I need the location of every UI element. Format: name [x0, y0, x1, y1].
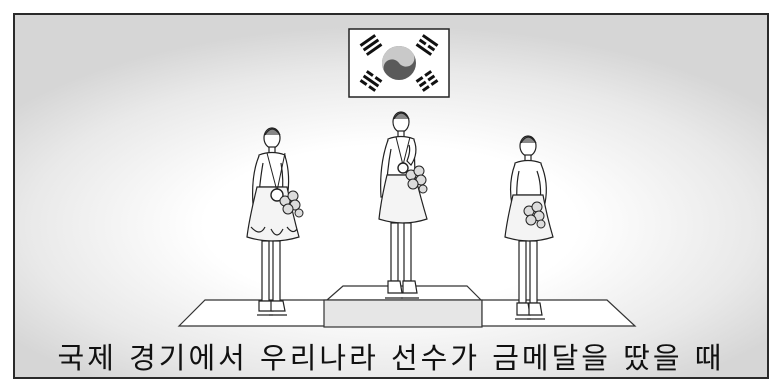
skater-figure-icon: [504, 135, 554, 320]
illustration-frame: 국제 경기에서 우리나라 선수가 금메달을 땄을 때: [13, 13, 769, 379]
medal-icon: [266, 152, 286, 202]
award-ceremony-illustration: [177, 28, 637, 328]
caption-text: 국제 경기에서 우리나라 선수가 금메달을 땄을 때: [57, 341, 725, 375]
bouquet-icon: [279, 190, 304, 218]
korean-flag-icon: [348, 28, 450, 98]
medal-icon: [395, 136, 411, 174]
bouquet-icon: [405, 165, 428, 194]
bouquet-icon: [523, 201, 546, 229]
skater-figure-icon: [378, 111, 428, 299]
skater-figure-icon: [246, 127, 300, 316]
